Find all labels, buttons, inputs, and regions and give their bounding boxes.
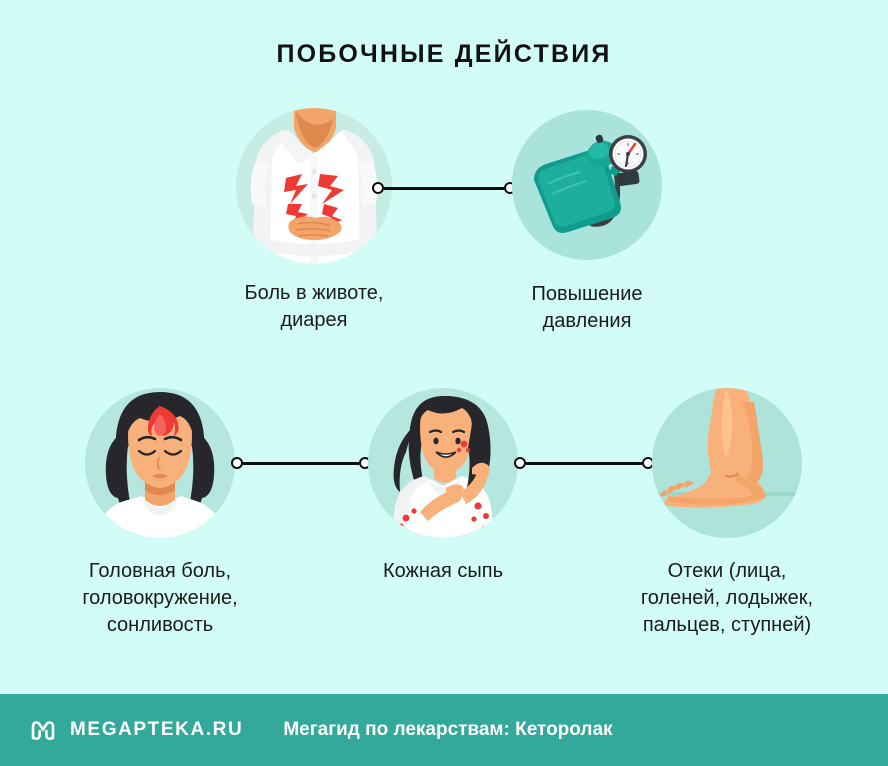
caption-abdominal-pain: Боль в животе, диарея xyxy=(244,282,384,331)
page-title: ПОБОЧНЫЕ ДЕЙСТВИЯ xyxy=(276,40,612,68)
connector-dot-left xyxy=(514,457,526,469)
caption-headache: Головная боль, головокружение, сонливост… xyxy=(82,560,238,636)
node-abdominal-pain: Боль в животе, диарея xyxy=(236,108,392,331)
caption-increased-pressure: Повышение давления xyxy=(531,283,643,332)
connector-bottom-left xyxy=(231,456,371,470)
skin-rash-woman-illustration xyxy=(368,388,518,538)
stomach-pain-illustration xyxy=(236,108,392,264)
blood-pressure-monitor-illustration xyxy=(512,110,662,260)
node-increased-pressure: Повышение давления xyxy=(512,110,662,332)
connector-line xyxy=(526,461,642,465)
footer-bar: MEGAPTEKA.RU Мегагид по лекарствам: Кето… xyxy=(0,694,888,766)
swollen-foot-illustration xyxy=(652,388,802,538)
node-skin-rash: Кожная сыпь xyxy=(368,388,518,582)
connector-line xyxy=(243,461,359,465)
caption-skin-rash: Кожная сыпь xyxy=(382,560,504,582)
connector-dot-left xyxy=(372,182,384,194)
connector-top xyxy=(372,181,516,195)
connector-line xyxy=(384,186,504,190)
caption-edema: Отеки (лица, голеней, лодыжек, пальцев, … xyxy=(640,560,814,636)
megapteka-m-logo-icon xyxy=(28,715,58,745)
node-headache: Головная боль, головокружение, сонливост… xyxy=(82,388,238,636)
connector-dot-left xyxy=(231,457,243,469)
footer-caption: Мегагид по лекарствам: Кеторолак xyxy=(283,719,613,740)
connector-bottom-right xyxy=(514,456,654,470)
headache-woman-illustration xyxy=(85,388,235,538)
node-edema: Отеки (лица, голеней, лодыжек, пальцев, … xyxy=(641,388,813,636)
footer-brand-name: MEGAPTEKA.RU xyxy=(70,719,244,740)
